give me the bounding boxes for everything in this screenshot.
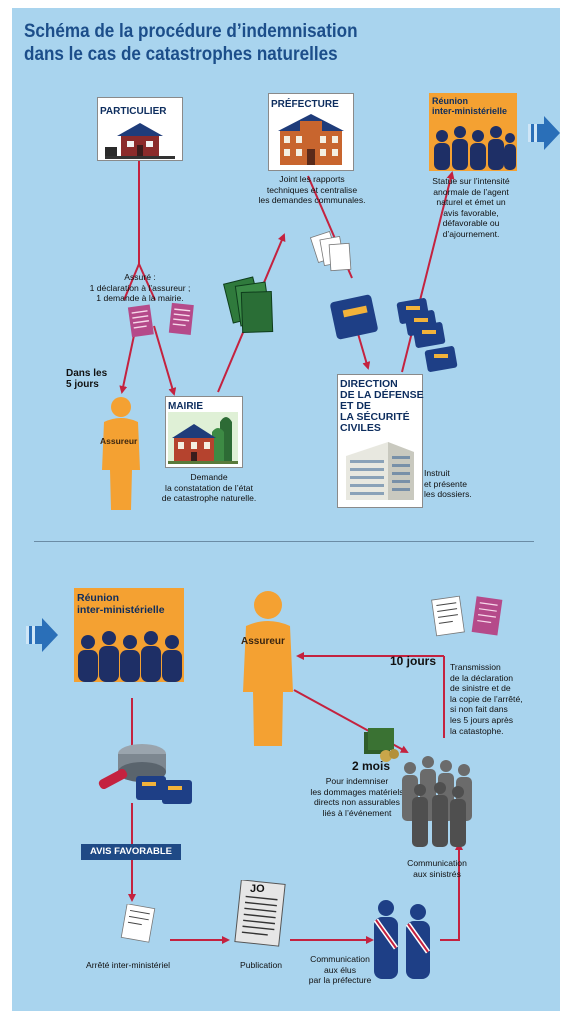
- publication-text: Publication: [240, 960, 283, 970]
- communication-sinistres-text: Communication aux sinistrés: [407, 858, 467, 879]
- reunion-bottom-label: Réunion inter-ministérielle: [77, 592, 165, 616]
- document-icon: [120, 904, 156, 943]
- assureur-bottom-label: Assureur: [241, 636, 285, 647]
- prefecture-building-icon: [278, 114, 344, 165]
- jo-label: JO: [250, 883, 265, 895]
- title-line-1: Schéma de la procédure d’indemnisation: [24, 21, 358, 42]
- meeting-people-icon: [78, 631, 182, 682]
- reunion-top-label: Réunion inter-ministérielle: [432, 96, 508, 116]
- meeting-people-icon: [434, 126, 516, 170]
- diagram-panel: Schéma de la procédure d’indemnisation d…: [12, 8, 560, 1011]
- assureur-top-label: Assureur: [100, 436, 138, 446]
- elected-official-icon: [373, 900, 431, 979]
- stamp-icon: [98, 744, 192, 804]
- arrow-to-sinistres: [440, 842, 463, 941]
- document-icon: [431, 595, 503, 637]
- meeting-people-icon: [402, 756, 472, 847]
- newspaper-icon: [234, 880, 286, 947]
- blue-arrow-icon: [528, 116, 560, 150]
- prefecture-label: PRÉFECTURE: [271, 99, 339, 110]
- delay-5-days: Dans les 5 jours: [66, 368, 108, 390]
- person-icon: [102, 397, 140, 510]
- communication-elus-text: Communication aux élus par la préfecture: [308, 954, 372, 986]
- direction-label: DIRECTION DE LA DÉFENSE ET DE LA SÉCURIT…: [340, 378, 424, 434]
- particulier-label: PARTICULIER: [100, 106, 167, 117]
- diagram-title: Schéma de la procédure d’indemnisation d…: [24, 20, 358, 66]
- document-icon: [310, 231, 352, 272]
- assure-text: Assuré : 1 déclaration à l’assureur ; 1 …: [89, 272, 191, 304]
- section-divider: [34, 541, 534, 542]
- town-hall-icon: [168, 412, 238, 464]
- office-building-icon: [346, 442, 414, 500]
- arrow-to-mairie: [153, 325, 177, 396]
- flow-line-branch-left: [123, 263, 140, 301]
- banknotes-icon: [364, 728, 399, 762]
- direction-text: Instruit et présente les dossiers.: [424, 468, 472, 500]
- mairie-text: Demande la constatation de l’état de cat…: [161, 472, 257, 504]
- avis-favorable-badge: AVIS FAVORABLE: [81, 844, 181, 860]
- mairie-label: MAIRIE: [168, 401, 203, 412]
- indemniser-text: Pour indemniser les dommages matériels d…: [310, 776, 404, 818]
- document-icon: [127, 302, 194, 338]
- person-icon: [243, 591, 293, 746]
- prefecture-text: Joint les rapports techniques et central…: [258, 174, 366, 206]
- banknotes-icon: [223, 276, 274, 334]
- blue-arrow-icon: [26, 618, 58, 652]
- delay-10-days: 10 jours: [390, 654, 437, 668]
- delay-2-months: 2 mois: [352, 759, 391, 773]
- folder-stack-icon: [396, 298, 458, 372]
- reunion-top-text: Statue sur l’intensité anormale de l’age…: [432, 176, 510, 239]
- folder-stack-icon: [330, 294, 378, 340]
- house-icon: [105, 123, 175, 159]
- arrete-text: Arrêté inter-ministériel: [86, 960, 171, 970]
- transmission-text: Transmission de la déclaration de sinist…: [450, 662, 523, 736]
- arrow-to-reunion: [401, 171, 455, 373]
- flow-line-branch-right: [138, 263, 156, 301]
- title-line-2: dans le cas de catastrophes naturelles: [24, 44, 338, 65]
